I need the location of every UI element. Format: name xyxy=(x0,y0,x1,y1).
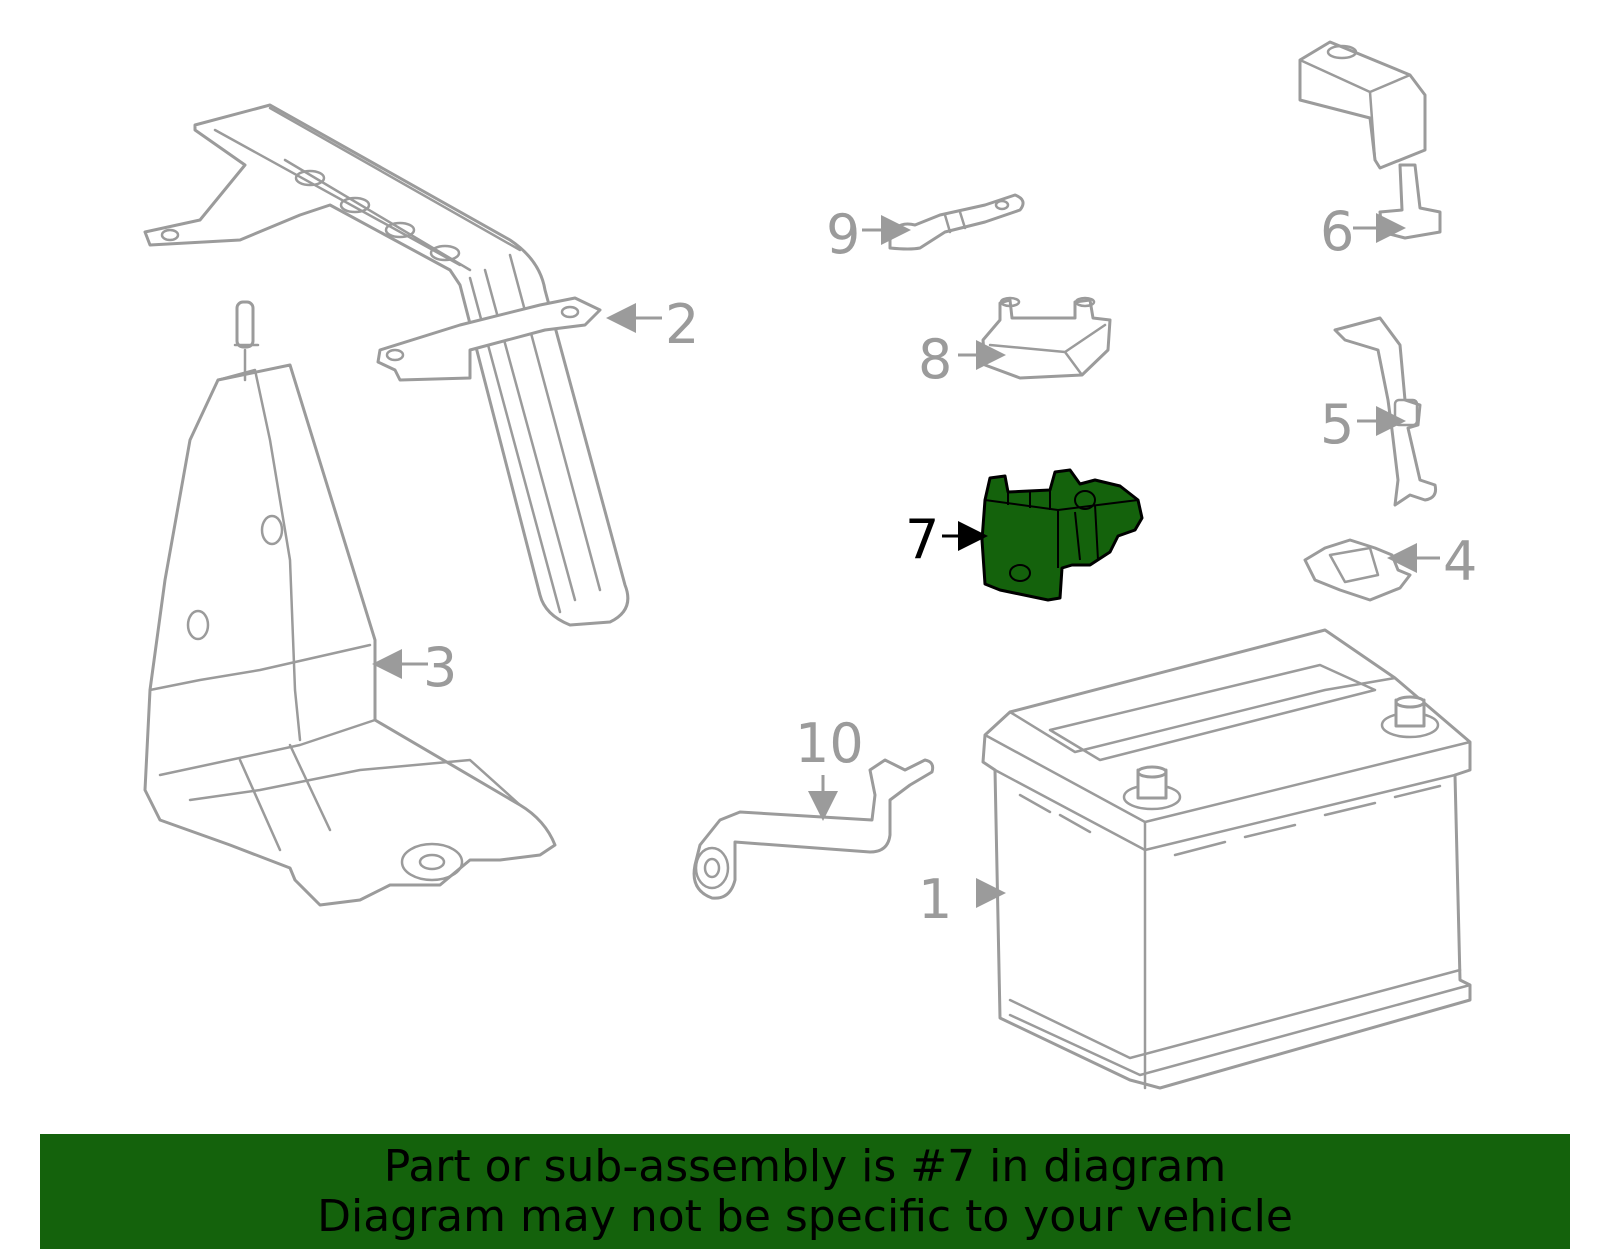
callout-4: 4 xyxy=(1443,530,1477,593)
info-banner: Part or sub-assembly is #7 in diagram Di… xyxy=(40,1134,1570,1249)
callout-labels: 1 2 3 4 5 6 7 8 9 10 xyxy=(423,200,1477,931)
part-2-hold-down-bracket xyxy=(143,103,630,627)
part-7-terminal-bracket-highlighted xyxy=(980,468,1144,602)
part-3-battery-tray xyxy=(143,300,557,907)
part-9-cable xyxy=(888,193,1025,251)
part-10-sensor-wire xyxy=(692,758,935,900)
callout-10: 10 xyxy=(795,712,864,775)
callout-9: 9 xyxy=(826,203,860,266)
callout-7: 7 xyxy=(905,508,939,571)
callout-3: 3 xyxy=(423,636,457,699)
banner-line-part-number: Part or sub-assembly is #7 in diagram xyxy=(383,1141,1227,1192)
banner-line-disclaimer: Diagram may not be specific to your vehi… xyxy=(317,1191,1293,1242)
callout-6: 6 xyxy=(1320,200,1354,263)
callout-arrows xyxy=(372,213,1440,908)
part-8-terminal-cover xyxy=(981,296,1112,380)
callout-1: 1 xyxy=(918,868,952,931)
part-4-clip xyxy=(1303,538,1412,602)
callout-2: 2 xyxy=(665,293,699,356)
callout-8: 8 xyxy=(918,328,952,391)
callout-5: 5 xyxy=(1320,393,1354,456)
part-1-battery xyxy=(981,628,1472,1090)
